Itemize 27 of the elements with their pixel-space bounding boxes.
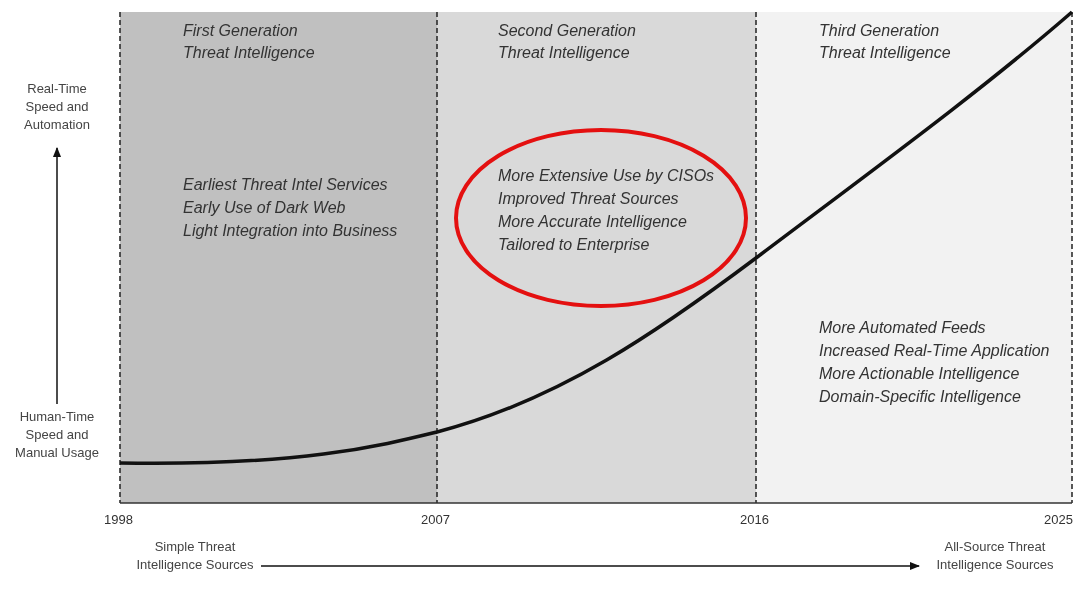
feature-text: More Automated Feeds [819,318,986,338]
axis-label: Simple Threat Intelligence Sources [135,538,255,574]
feature-text: More Accurate Intelligence [498,212,687,232]
feature-text: Light Integration into Business [183,221,398,241]
generation-band [756,12,1072,503]
feature-text: More Extensive Use by CISOs [498,166,715,186]
generation-heading: Second Generation Threat Intelligence [498,21,637,63]
feature-text: Increased Real-Time Application [819,341,1050,361]
axis-label: All-Source Threat Intelligence Sources [935,538,1055,574]
generation-band [120,12,437,503]
year-label: 1998 [104,512,133,527]
generation-band [437,12,756,503]
generation-heading: Third Generation Threat Intelligence [819,21,952,63]
axis-label: Real-Time Speed and Automation [23,80,91,134]
feature-text: Domain-Specific Intelligence [819,387,1021,407]
arrow [52,146,62,405]
year-label: 2016 [740,512,769,527]
feature-text: Earliest Threat Intel Services [183,175,388,195]
feature-text: More Actionable Intelligence [819,364,1020,384]
axis-label: Human-Time Speed and Manual Usage [14,408,100,462]
arrow [260,561,921,571]
year-label: 2025 [1044,512,1073,527]
feature-text: Improved Threat Sources [498,189,679,209]
year-label: 2007 [421,512,450,527]
feature-text: Tailored to Enterprise [498,235,650,255]
generation-heading: First Generation Threat Intelligence [183,21,316,63]
feature-text: Early Use of Dark Web [183,198,346,218]
